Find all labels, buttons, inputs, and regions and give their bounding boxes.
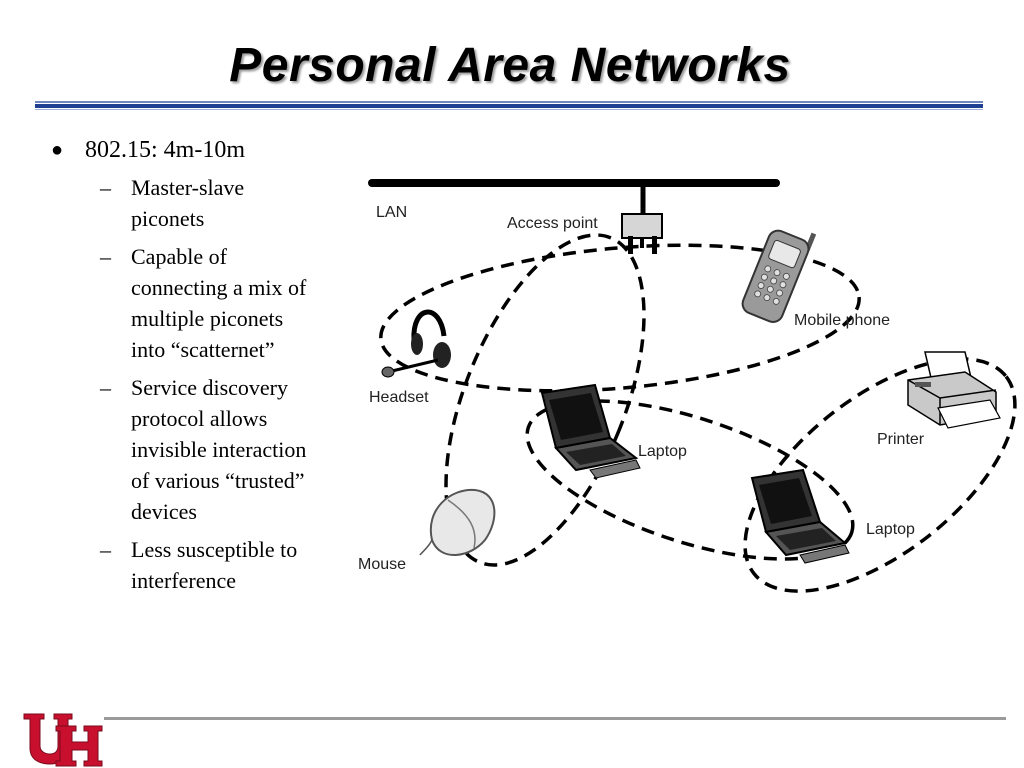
access-point-icon — [621, 213, 663, 254]
laptop-label: Laptop — [866, 521, 915, 538]
sub-bullet: –Service discovery protocol allows invis… — [45, 372, 325, 527]
mobile-phone-icon — [741, 229, 817, 323]
lan-label: LAN — [376, 204, 407, 221]
piconet-ellipse-printer — [743, 357, 1017, 593]
printer-icon — [907, 351, 1001, 429]
title-underline — [35, 101, 983, 111]
printer-label: Printer — [877, 431, 925, 448]
laptop-icon — [750, 468, 850, 564]
slide-title: Personal Area Networks — [229, 39, 791, 92]
mouse-label: Mouse — [358, 556, 406, 573]
headset-icon — [381, 309, 451, 378]
piconet-ellipse-top — [379, 243, 861, 393]
bullet-main-text: 802.15: 4m-10m — [85, 137, 245, 163]
footer-rule — [104, 717, 1006, 720]
sub-bullet: –Capable of connecting a mix of multiple… — [45, 241, 325, 365]
bullet-dot-icon: ● — [51, 139, 64, 161]
sub-bullet: –Less susceptible to interference — [45, 534, 325, 596]
laptop-icon — [540, 383, 641, 479]
piconet-ellipse-laptops — [525, 399, 855, 561]
pan-diagram: LAN Access point Mobile phone Headset Pr… — [358, 179, 1017, 593]
piconet-ellipse-mouse — [444, 233, 646, 567]
bullet-list: ● 802.15: 4m-10m –Master-slave piconets … — [45, 136, 325, 603]
university-logo — [23, 713, 103, 767]
sub-bullet: –Master-slave piconets — [45, 172, 325, 234]
sub-bullet-text: Master-slave piconets — [131, 175, 245, 231]
sub-bullet-text: Service discovery protocol allows invisi… — [131, 375, 307, 524]
laptop-label: Laptop — [638, 443, 687, 460]
mouse-icon — [419, 488, 496, 556]
bullet-main: ● 802.15: 4m-10m — [45, 136, 325, 164]
sub-bullet-text: Less susceptible to interference — [131, 537, 298, 593]
access-point-label: Access point — [507, 215, 598, 232]
sub-bullet-list: –Master-slave piconets –Capable of conne… — [45, 172, 325, 596]
sub-bullet-text: Capable of connecting a mix of multiple … — [131, 244, 307, 362]
headset-label: Headset — [369, 389, 429, 406]
mobile-phone-label: Mobile phone — [794, 312, 890, 329]
